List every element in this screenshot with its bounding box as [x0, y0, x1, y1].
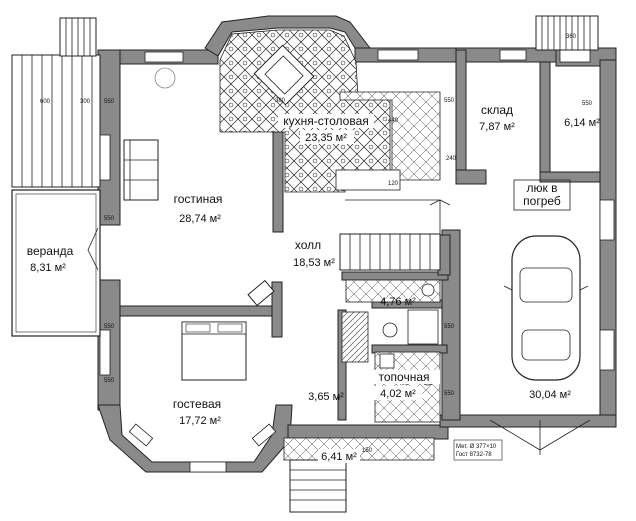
room-name-veranda: веранда [27, 244, 74, 258]
room-name-kitchen: кухня-столовая [283, 114, 369, 128]
bath-floor [345, 279, 441, 303]
plant-icon [154, 67, 176, 89]
room-area-guest: 17,72 м² [179, 415, 221, 427]
room-area-vestibule: 3,65 м² [308, 391, 344, 403]
dim-label: 550 [104, 216, 115, 222]
room-name-living: гостиная [174, 192, 223, 206]
room-area-store2: 6,14 м² [564, 117, 600, 129]
dim-label: 360 [566, 34, 577, 40]
bed [181, 321, 247, 381]
dim-label: 550 [444, 324, 455, 330]
room-area-boiler: 4,02 м² [380, 388, 416, 400]
shower-tray [341, 311, 369, 363]
sofa [123, 139, 159, 201]
dim-label: 550 [104, 378, 115, 384]
cellar-hatch [513, 179, 571, 211]
room-area-garage: 30,04 м² [529, 389, 571, 401]
back-steps [535, 15, 599, 51]
room-area-living: 28,74 м² [179, 213, 221, 225]
dim-label: 550 [444, 98, 455, 104]
cellar-hatch-label-1: люк в [527, 181, 558, 195]
car-icon [503, 235, 589, 381]
dim-label: 600 [40, 99, 51, 105]
dim-label: 300 [80, 99, 91, 105]
room-name-storage: склад [481, 103, 513, 117]
room-area-veranda: 8,31 м² [30, 262, 66, 274]
dim-label: 550 [582, 101, 593, 107]
wardrobe [247, 279, 275, 307]
dim-label: 380 [275, 98, 286, 104]
room-area-storage: 7,87 м² [479, 121, 515, 133]
room-area-hall: 18,53 м² [293, 257, 335, 269]
sink [421, 283, 435, 297]
interior-walls [119, 49, 601, 421]
dim-label: 440 [388, 118, 399, 124]
room-name-boiler: топочная [379, 370, 430, 384]
dim-label: 150 [362, 448, 373, 454]
gate-note-line-1: Мет. Ø 377×10 [456, 444, 497, 450]
room-area-bath: 4,76 м² [380, 296, 416, 308]
bathtub [407, 309, 439, 345]
dim-label: 240 [446, 156, 457, 162]
veranda [11, 189, 101, 337]
dim-label: 550 [444, 391, 455, 397]
dim-label: 550 [104, 324, 115, 330]
terrace [11, 17, 101, 188]
gate-note-line-2: Гост 8732-78 [456, 452, 492, 458]
room-labels: кухня-столовая 23,35 м² склад 7,87 м² 6,… [27, 103, 600, 463]
boiler-unit [379, 353, 395, 369]
dining-table [253, 44, 315, 106]
cellar-hatch-label-2: погреб [523, 194, 561, 208]
toilet [382, 322, 398, 338]
dim-label: 550 [104, 99, 115, 105]
room-name-hall: холл [295, 238, 321, 252]
garage-door-swing [489, 419, 591, 455]
room-area-porch: 6,41 м² [321, 451, 357, 463]
gate-note-box [453, 439, 503, 461]
room-area-kitchen: 23,35 м² [305, 132, 347, 144]
room-name-guest: гостевая [173, 397, 221, 411]
kitchen-cabinet [335, 169, 401, 191]
dim-label: 120 [388, 181, 399, 187]
staircase [339, 199, 451, 271]
windows [99, 49, 615, 473]
